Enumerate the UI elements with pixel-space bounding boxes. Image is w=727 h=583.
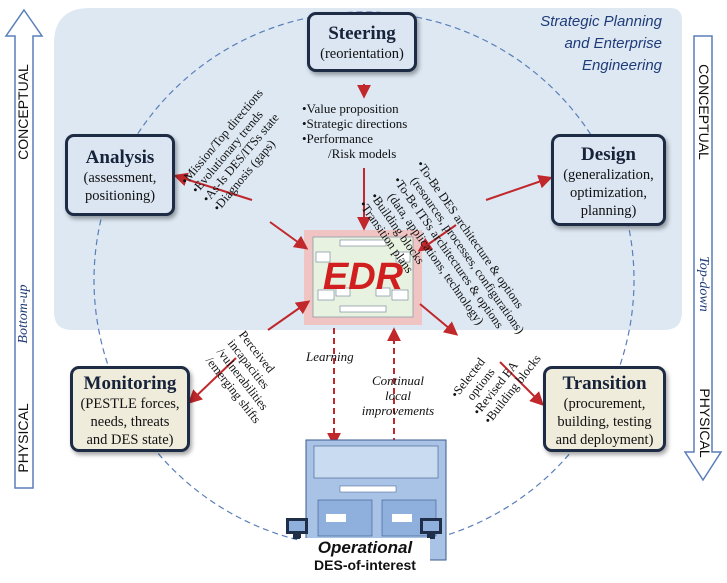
arrow-to-monitoring — [187, 357, 237, 404]
arrow-to-analysis — [173, 172, 253, 201]
analysis-box: Analysis (assessment, positioning) — [65, 134, 175, 216]
arrow-design-to-edr — [417, 224, 457, 252]
analysis-title: Analysis — [85, 147, 155, 168]
operational-label: Operational DES-of-interest — [300, 538, 430, 574]
steering-item-1: •Value proposition — [302, 101, 399, 116]
steering-item-3: •Performance — [302, 131, 373, 146]
region-title: Strategic Planning and Enterprise Engine… — [540, 11, 662, 77]
monitoring-subtitle-2: needs, threats — [90, 414, 170, 430]
region-title-line-2: and Enterprise — [564, 35, 662, 52]
monitor-left-icon — [286, 518, 308, 539]
arrow-analysis-to-edr — [269, 221, 309, 250]
region-title-line-3: Engineering — [581, 57, 662, 74]
monitoring-box: Monitoring (PESTLE forces, needs, threat… — [70, 366, 190, 452]
steering-items: •Value proposition •Strategic directions… — [302, 101, 407, 161]
left-physical-label: PHYSICAL — [15, 403, 31, 473]
left-bottom-up-label: Bottom-up — [16, 284, 31, 344]
region-title-line-1: Strategic Planning — [540, 13, 662, 30]
continual-improvements-label: Continual local improvements — [360, 373, 436, 418]
monitoring-title: Monitoring — [83, 373, 177, 394]
arrow-to-transition — [499, 361, 544, 406]
edr-label: EDR — [322, 256, 404, 298]
design-title: Design — [581, 144, 636, 165]
right-physical-label: PHYSICAL — [697, 388, 713, 458]
transition-subtitle-2: building, testing — [557, 414, 652, 430]
continual-line-3: improvements — [361, 403, 435, 418]
edr-mini-diagram — [315, 239, 411, 313]
learning-label: Learning — [306, 349, 354, 364]
left-conceptual-label: CONCEPTUAL — [15, 64, 31, 160]
steering-title: Steering — [328, 23, 396, 44]
bottom-up-arrow — [4, 8, 44, 489]
monitor-right-icon — [420, 518, 442, 539]
edr-inner — [312, 236, 414, 318]
monitoring-subtitle-3: and DES state) — [86, 432, 174, 448]
monitoring-subtitle-1: (PESTLE forces, — [80, 396, 180, 412]
design-subtitle-1: (generalization, — [563, 167, 654, 183]
top-down-arrow — [683, 35, 723, 482]
operational-line-2: DES-of-interest — [314, 557, 416, 573]
right-top-down-label: Top-down — [696, 256, 711, 312]
arrow-to-design — [485, 175, 553, 201]
continual-line-2: local — [385, 388, 411, 403]
analysis-subtitle-1: (assessment, — [83, 170, 157, 186]
design-subtitle-2: optimization, — [570, 185, 647, 201]
arrow-edr-to-transition — [419, 303, 459, 336]
steering-subtitle: (reorientation) — [320, 46, 404, 62]
steering-item-4: /Risk models — [328, 146, 397, 161]
transition-subtitle-3: and deployment) — [555, 432, 654, 448]
transition-box: Transition (procurement, building, testi… — [543, 366, 666, 452]
analysis-subtitle-2: positioning) — [84, 188, 156, 204]
continual-line-1: Continual — [371, 373, 424, 388]
transition-subtitle-1: (procurement, — [563, 396, 646, 412]
steering-box: Steering (reorientation) — [307, 12, 417, 72]
strategic-region — [54, 8, 682, 330]
transition-title: Transition — [562, 373, 647, 394]
design-subtitle-3: planning) — [580, 203, 637, 219]
arrow-monitoring-to-edr — [267, 300, 311, 331]
design-box: Design (generalization, optimization, pl… — [551, 134, 666, 226]
operational-line-1: Operational — [317, 538, 413, 557]
steering-item-2: •Strategic directions — [302, 116, 408, 131]
right-conceptual-label: CONCEPTUAL — [696, 64, 712, 160]
